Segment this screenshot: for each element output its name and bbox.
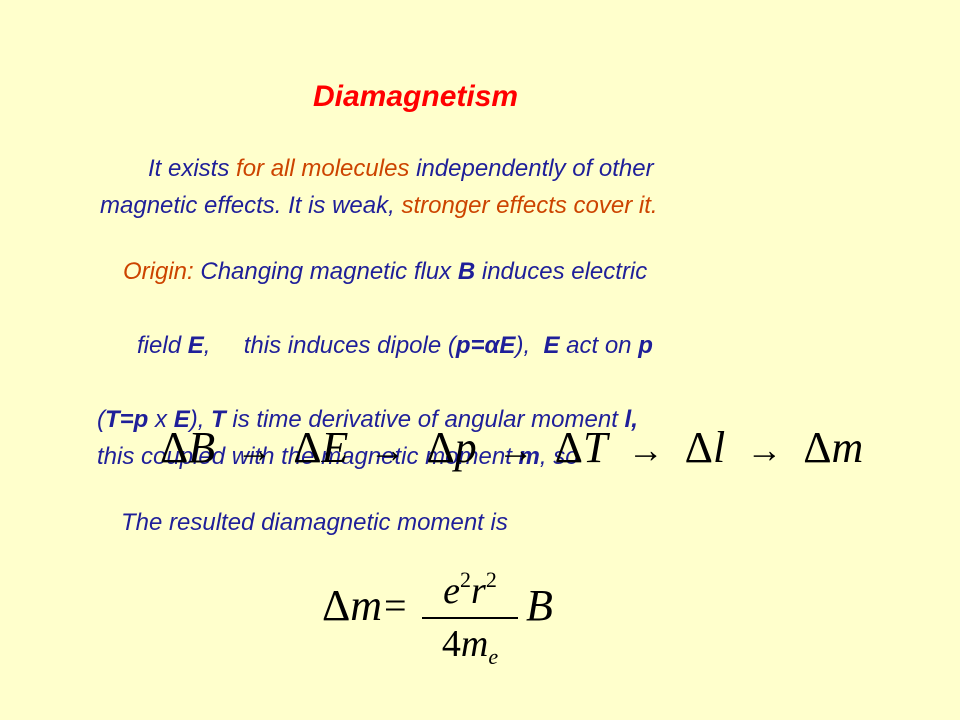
formula-fraction: e2r2 4me (422, 558, 518, 680)
p2-line-2: field E, this induces dipole (p=αE), E a… (137, 332, 653, 359)
delta-symbol: Δ (293, 423, 322, 472)
arrow-icon: → (497, 430, 534, 470)
diamagnetic-moment-formula: Δm = e2r2 4me B (318, 558, 578, 669)
chain-var-b: B (188, 423, 216, 472)
delta-symbol: Δ (554, 423, 583, 472)
paragraph-result: The resulted diamagnetic moment is (121, 509, 508, 536)
delta-symbol: Δ (803, 423, 832, 472)
fraction-denominator: 4me (441, 623, 499, 669)
paragraph-origin: Origin: Changing magnetic flux B induces… (97, 253, 653, 475)
chain-var-p: p (454, 423, 477, 472)
chain-var-t: T (582, 423, 607, 472)
arrow-icon: → (627, 430, 664, 470)
fraction-numerator: e2r2 (443, 567, 497, 612)
arrow-icon: → (746, 430, 783, 470)
chain-var-l: l (712, 423, 726, 472)
arrow-icon: → (236, 430, 273, 470)
p1-line-1: It exists for all molecules independentl… (148, 155, 654, 182)
arrow-icon: → (369, 430, 406, 470)
slide-title: Diamagnetism (313, 80, 519, 113)
p2-line-3: (T=p x E), T is time derivative of angul… (97, 406, 638, 433)
delta-symbol: Δ (426, 423, 455, 472)
p1-line-2: magnetic effects. It is weak, stronger e… (100, 192, 658, 219)
chain-var-e: E (321, 423, 349, 472)
delta-symbol: Δ (160, 423, 189, 472)
p2-line-4: this coupled with the magnetic moment m,… (97, 443, 579, 470)
paragraph-existence: It exists for all molecules independentl… (100, 150, 658, 224)
formula-rhs: B (526, 581, 553, 630)
fraction-bar (422, 617, 518, 619)
equation-chain: ΔB → ΔE → Δp → ΔT → Δl → Δm (160, 422, 863, 473)
chain-var-m: m (831, 423, 864, 472)
equals-sign: = (384, 583, 407, 628)
formula-lhs: Δm (322, 581, 383, 630)
delta-symbol: Δ (684, 423, 713, 472)
p2-line-1: Origin: Changing magnetic flux B induces… (123, 258, 648, 285)
